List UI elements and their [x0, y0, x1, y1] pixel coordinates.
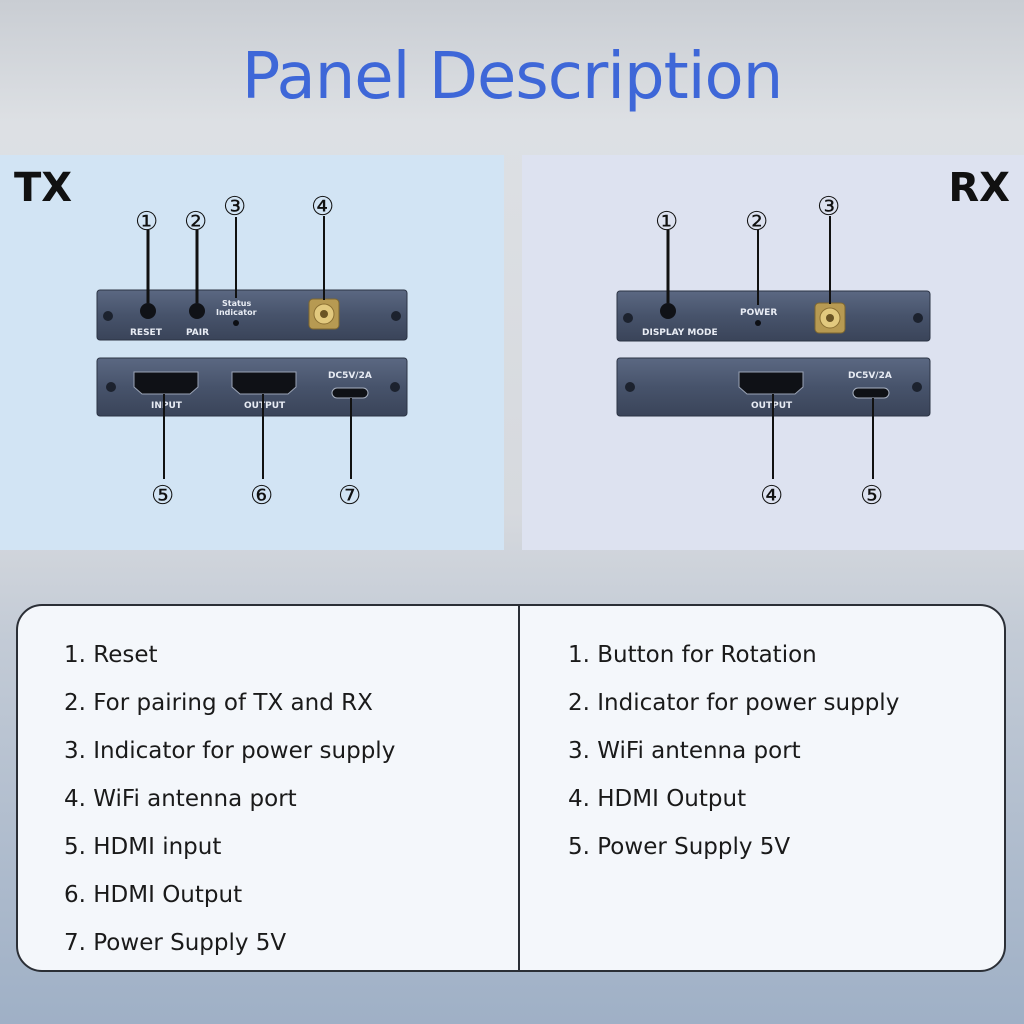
rx-power-label: DC5V/2A — [848, 371, 892, 381]
tx-status-label-1: Status — [222, 299, 252, 308]
tx-description-list: 1. Reset 2. For pairing of TX and RX 3. … — [64, 636, 395, 972]
description-box: 1. Reset 2. For pairing of TX and RX 3. … — [16, 604, 1006, 972]
tx-input-label: INPUT — [151, 401, 183, 411]
tx-pair-button — [189, 303, 205, 319]
list-item: 1. Reset — [64, 642, 158, 668]
list-item: 4. WiFi antenna port — [64, 786, 297, 812]
tx-reset-button — [140, 303, 156, 319]
rx-label: RX — [948, 165, 1010, 211]
rx-display-mode-button — [660, 303, 676, 319]
rx-description-list: 1. Button for Rotation 2. Indicator for … — [568, 636, 899, 876]
rx-callout-1: ① — [655, 207, 678, 237]
tx-reset-label: RESET — [130, 328, 163, 338]
rx-callout-3: ③ — [817, 192, 840, 222]
list-item: 3. WiFi antenna port — [568, 738, 801, 764]
list-item: 2. Indicator for power supply — [568, 690, 900, 716]
tx-callout-7: ⑦ — [338, 481, 361, 511]
list-item: 7. Power Supply 5V — [64, 930, 287, 956]
list-item: 5. Power Supply 5V — [568, 834, 791, 860]
tx-pair-label: PAIR — [186, 328, 209, 338]
screw-icon — [391, 311, 401, 321]
screw-icon — [912, 382, 922, 392]
list-item: 4. HDMI Output — [568, 786, 747, 812]
page-title: Panel Description — [241, 40, 784, 114]
screw-icon — [913, 313, 923, 323]
list-item: 2. For pairing of TX and RX — [64, 690, 373, 716]
tx-callout-5: ⑤ — [151, 481, 174, 511]
rx-power-indicator-label: POWER — [740, 308, 777, 318]
tx-hdmi-input-port — [133, 371, 199, 395]
list-item: 5. HDMI input — [64, 834, 222, 860]
list-item: 1. Button for Rotation — [568, 642, 817, 668]
rx-power-led — [755, 320, 761, 326]
tx-callout-3: ③ — [223, 192, 246, 222]
tx-status-led — [233, 320, 239, 326]
list-item: 3. Indicator for power supply — [64, 738, 396, 764]
tx-output-label: OUTPUT — [244, 401, 286, 411]
tx-label: TX — [14, 165, 73, 211]
rx-callout-4: ④ — [760, 481, 783, 511]
tx-callout-6: ⑥ — [250, 481, 273, 511]
tx-hdmi-output-port — [231, 371, 297, 395]
tx-callout-2: ② — [184, 207, 207, 237]
rx-panel-background — [522, 155, 1024, 550]
rx-top-plate — [616, 290, 931, 342]
rx-hdmi-output-port — [738, 371, 804, 395]
column-divider — [518, 606, 520, 970]
rx-antenna-pin-icon — [826, 314, 834, 322]
tx-callout-1: ① — [135, 207, 158, 237]
tx-status-label-2: Indicator — [216, 308, 257, 317]
tx-usb-c-port — [331, 387, 369, 399]
screw-icon — [623, 313, 633, 323]
screw-icon — [390, 382, 400, 392]
screw-icon — [106, 382, 116, 392]
rx-usb-c-port — [852, 387, 890, 399]
screw-icon — [103, 311, 113, 321]
tx-power-label: DC5V/2A — [328, 371, 372, 381]
tx-antenna-pin-icon — [320, 310, 328, 318]
rx-display-mode-label: DISPLAY MODE — [642, 328, 718, 338]
tx-panel-background — [0, 155, 504, 550]
list-item: 6. HDMI Output — [64, 882, 243, 908]
rx-callout-5: ⑤ — [860, 481, 883, 511]
screw-icon — [625, 382, 635, 392]
tx-callout-4: ④ — [311, 192, 334, 222]
rx-callout-2: ② — [745, 207, 768, 237]
